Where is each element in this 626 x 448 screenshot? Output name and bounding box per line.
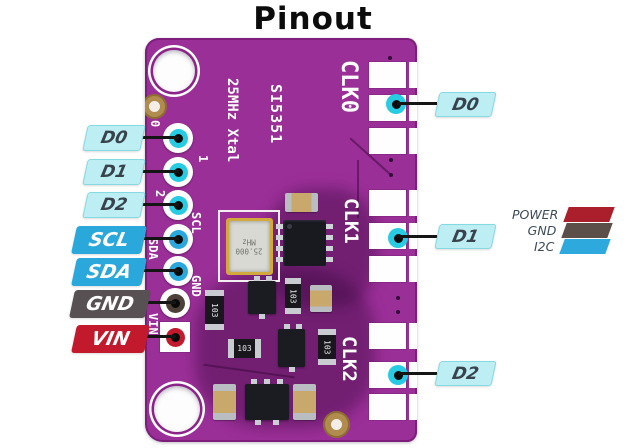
component-leg (266, 276, 272, 281)
sot23-transistor (278, 329, 305, 367)
callout-line-d2-right (398, 372, 437, 375)
drill-dot (396, 310, 400, 314)
legend-swatch-gnd (561, 222, 614, 238)
silkscreen-pin-2: 2 (153, 190, 167, 198)
sma-pad-clk2 (369, 323, 406, 349)
callout-line-gnd (146, 301, 176, 304)
pin-tag-d2-left: D2 (82, 192, 146, 218)
silkscreen-chip-text: SI5351 (267, 84, 285, 145)
legend-row-power: POWER (512, 206, 616, 222)
legend: POWER GND I2C (512, 206, 616, 254)
pin-tag-d0-left: D0 (82, 125, 146, 151)
silkscreen-xtal-text: 25MHz Xtal (224, 78, 240, 163)
component-leg (251, 379, 257, 384)
ic-pins-left (276, 224, 284, 266)
pin-tag-vin: VIN (71, 325, 150, 353)
sma-pad-clk1 (409, 256, 417, 282)
resistor: 103 (205, 290, 224, 330)
drill-dot (388, 56, 392, 60)
component-leg (255, 420, 261, 425)
legend-label-i2c: I2C (533, 238, 555, 254)
legend-swatch-power (563, 206, 616, 222)
pin-tag-d1-right: D1 (434, 224, 497, 249)
callout-line-scl (142, 237, 179, 240)
pin-tag-gnd: GND (69, 290, 151, 318)
legend-row-gnd: GND (512, 222, 614, 238)
pcb-board: 25MHz Xtal SI5351 CLK0 CLK1 CLK2 0 1 2 S… (145, 38, 417, 442)
callout-line-d1-left (141, 170, 179, 173)
via-top (145, 94, 167, 119)
silkscreen-pin-1: 1 (196, 155, 210, 163)
sma-pad-clk0 (409, 62, 417, 88)
callout-line-sda (142, 269, 179, 272)
component-leg (259, 314, 265, 319)
legend-row-i2c: I2C (512, 238, 612, 254)
component-leg (296, 324, 302, 329)
component-leg (289, 367, 295, 372)
crystal-body: 25.000 MHz (225, 217, 273, 275)
callout-line-d0-left (141, 136, 179, 139)
silkscreen-clk0: CLK0 (336, 60, 361, 113)
sma-pad-clk0 (409, 95, 417, 121)
component-leg (277, 379, 283, 384)
sot23-transistor (248, 281, 276, 314)
clk1-signal-hole (388, 228, 408, 248)
page-title: Pinout (253, 1, 373, 37)
drill-dot (389, 158, 393, 162)
silkscreen-clk2: CLK2 (338, 336, 360, 382)
sma-pad-clk1 (369, 256, 406, 282)
clk2-signal-hole (388, 365, 408, 385)
si5351-ic (283, 220, 326, 266)
capacitor (213, 384, 236, 420)
legend-swatch-i2c (559, 238, 612, 254)
via-bottom (323, 411, 350, 438)
callout-line-vin (145, 335, 176, 338)
sma-pad-clk0 (369, 62, 406, 88)
sma-pad-clk1 (409, 190, 417, 216)
resistor: 103 (228, 339, 261, 358)
resistor: 103 (285, 278, 301, 314)
legend-label-power: POWER (512, 206, 559, 222)
sma-pad-clk2 (409, 362, 417, 388)
callout-line-d2-left (141, 203, 179, 206)
sma-pad-clk0 (369, 128, 406, 154)
capacitor (310, 285, 332, 312)
crystal-oscillator: 25.000 MHz (218, 210, 280, 282)
component-leg (284, 324, 290, 329)
silkscreen-pin-vin: VIN (146, 313, 160, 335)
mounting-hole-bottom (154, 386, 200, 432)
pin-tag-d2-right: D2 (434, 361, 497, 386)
silkscreen-clk1: CLK1 (340, 198, 362, 244)
capacitor (293, 384, 316, 420)
pin-tag-sda: SDA (71, 258, 147, 286)
sma-pad-clk2 (409, 394, 417, 420)
resistor: 103 (318, 329, 336, 365)
mounting-hole-top (153, 50, 195, 92)
silkscreen-pin-scl: SCL (189, 212, 203, 234)
sma-pad-clk0 (409, 128, 417, 154)
sma-pad-clk2 (409, 323, 417, 349)
pin-tag-d1-left: D1 (82, 159, 146, 185)
clk0-signal-hole (386, 94, 406, 114)
sma-pad-clk1 (369, 190, 406, 216)
silkscreen-pin-0: 0 (148, 120, 162, 128)
pin-tag-d0-right: D0 (434, 92, 497, 117)
drill-dot (389, 173, 393, 177)
pin-tag-scl: SCL (71, 226, 147, 254)
component-leg (264, 379, 270, 384)
sot23-5-regulator (245, 384, 289, 420)
ic-pins-right (325, 224, 333, 266)
drill-dot (396, 296, 400, 300)
sma-pad-clk2 (369, 394, 406, 420)
legend-label-gnd: GND (527, 222, 557, 238)
callout-line-d0-right (397, 102, 437, 105)
silkscreen-pin-gnd: GND (189, 275, 203, 297)
component-leg (273, 420, 279, 425)
pcb-trace (357, 160, 359, 218)
component-leg (254, 276, 260, 281)
crystal-marking: 25.000 MHz (235, 238, 263, 256)
silkscreen-pin-sda: SDA (146, 238, 160, 260)
callout-line-d1-right (398, 235, 437, 238)
capacitor (285, 193, 318, 212)
